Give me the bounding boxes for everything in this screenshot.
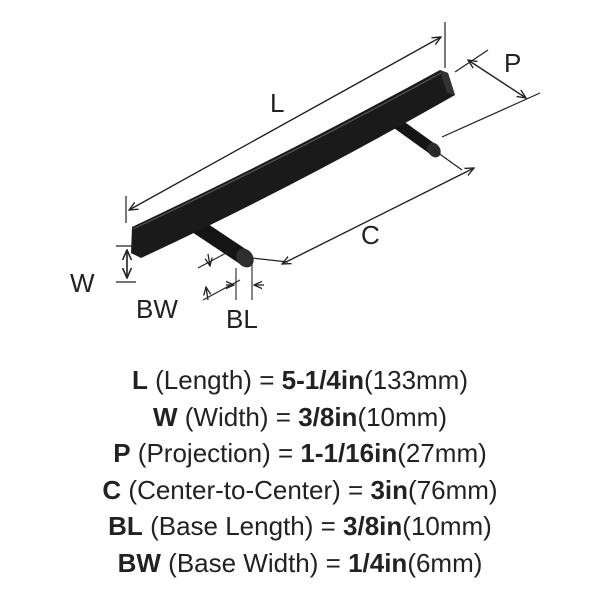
- spec-metric: (10mm): [357, 401, 447, 432]
- pull-bar: [131, 70, 455, 258]
- spec-row-width: W (Width) = 3/8in(10mm): [0, 399, 600, 436]
- spec-code: W: [152, 401, 178, 432]
- spec-row-base-length: BL (Base Length) = 3/8in(10mm): [0, 508, 600, 545]
- spec-code: BW: [117, 547, 161, 578]
- dimension-l: L: [125, 22, 446, 223]
- spec-code: L: [132, 365, 148, 395]
- pull-bar-end-face: [440, 70, 455, 95]
- dimension-p: P: [441, 48, 541, 138]
- spec-code: BL: [108, 511, 143, 541]
- spec-name: (Width) =: [184, 401, 291, 432]
- spec-imperial: 1/4in: [348, 547, 408, 578]
- spec-code: P: [113, 438, 131, 468]
- cabinet-pull-drawing: [131, 70, 455, 268]
- spec-imperial: 3/8in: [298, 401, 358, 432]
- spec-name: (Projection) =: [137, 438, 294, 468]
- dimension-label-c: C: [361, 220, 380, 250]
- specifications-list: L (Length) = 5-1/4in(133mm) W (Width) = …: [0, 362, 600, 581]
- spec-row-center-to-center: C (Center-to-Center) = 3in(76mm): [0, 472, 600, 509]
- spec-imperial: 5-1/4in: [281, 365, 364, 395]
- pull-dimension-diagram: L P C W BW BL: [70, 22, 541, 334]
- spec-name: (Center-to-Center) =: [128, 474, 364, 505]
- dimension-c: C: [251, 149, 474, 264]
- dimension-label-bl: BL: [226, 304, 258, 334]
- dimension-label-l: L: [270, 88, 284, 118]
- dimension-label-w: W: [70, 268, 95, 298]
- spec-metric: (10mm): [402, 511, 492, 541]
- spec-row-projection: P (Projection) = 1-1/16in(27mm): [0, 435, 600, 472]
- spec-imperial: 3in: [370, 474, 409, 505]
- spec-name: (Length) =: [155, 365, 275, 395]
- spec-code: C: [102, 474, 122, 505]
- dimension-w: W: [70, 245, 136, 298]
- spec-row-length: L (Length) = 5-1/4in(133mm): [0, 362, 600, 399]
- spec-metric: (76mm): [408, 474, 498, 505]
- spec-metric: (27mm): [397, 438, 487, 468]
- dimension-bw: BW: [136, 251, 241, 324]
- dimension-bl: BL: [226, 262, 264, 334]
- dimension-label-bw: BW: [136, 294, 178, 324]
- spec-metric: (6mm): [407, 547, 483, 578]
- spec-metric: (133mm): [363, 365, 468, 395]
- spec-imperial: 3/8in: [343, 511, 403, 541]
- dimension-label-p: P: [504, 48, 521, 78]
- spec-name: (Base Length) =: [150, 511, 336, 541]
- spec-imperial: 1-1/16in: [300, 438, 398, 468]
- spec-name: (Base Width) =: [168, 547, 341, 578]
- spec-row-base-width: BW (Base Width) = 1/4in(6mm): [0, 545, 600, 582]
